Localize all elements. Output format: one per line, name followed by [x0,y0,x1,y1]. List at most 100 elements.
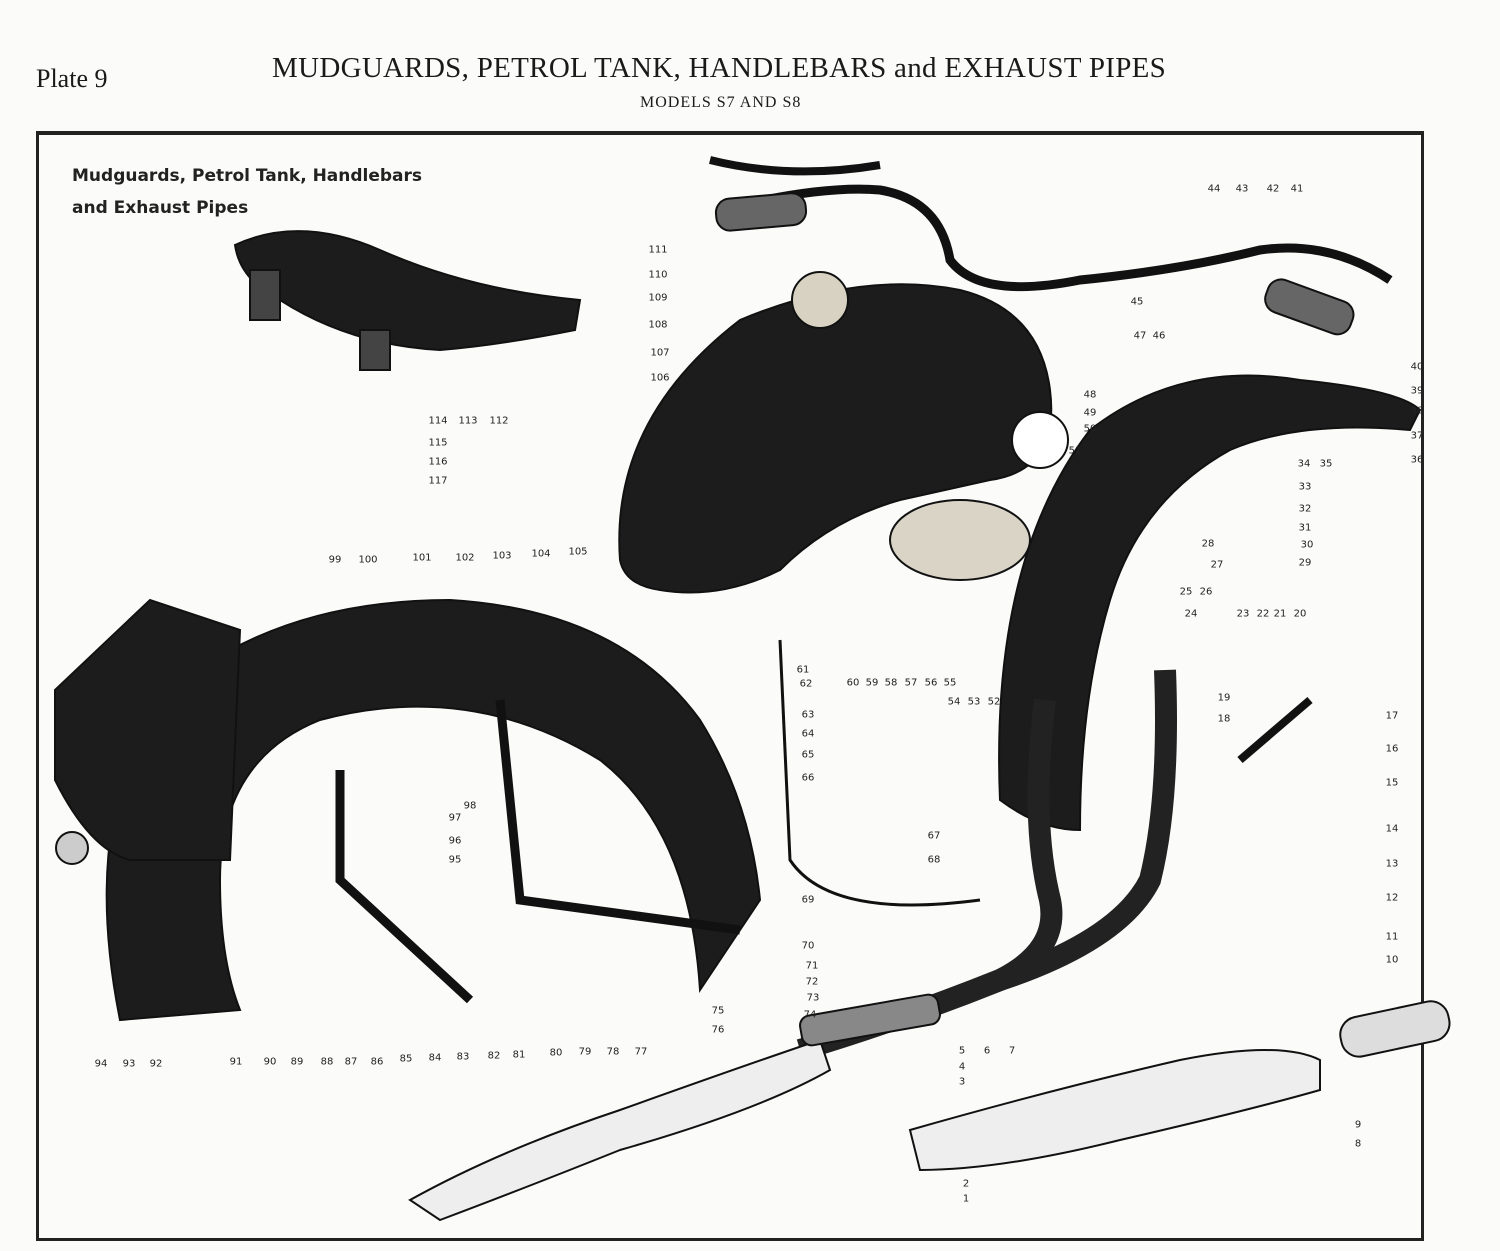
part-number-label: 78 [606,1046,620,1058]
petrol-tank [618,283,1053,594]
part-number-label: 111 [648,244,668,256]
part-number-label: 85 [399,1053,413,1065]
part-number-label: 3 [958,1076,966,1088]
brake-cable [778,639,981,907]
number-plate-carrier [54,598,242,861]
part-number-label: 115 [428,437,448,449]
tank-badge [1011,411,1069,469]
caption-line-1: Mudguards, Petrol Tank, Handlebars [72,166,423,186]
part-number-label: 44 [1207,183,1221,195]
part-number-label: 91 [229,1056,243,1068]
part-number-label: 25 [1179,586,1193,598]
part-number-label: 17 [1385,710,1399,722]
part-number-label: 97 [448,812,462,824]
part-number-label: 72 [805,976,819,988]
part-number-label: 108 [648,319,668,331]
part-number-label: 21 [1273,608,1287,620]
part-number-label: 74 [803,1009,817,1021]
part-number-label: 116 [428,456,448,468]
part-number-label: 48 [1083,389,1097,401]
silencer-left [408,1038,832,1222]
part-number-label: 100 [358,554,378,566]
part-number-label: 90 [263,1056,277,1068]
part-number-label: 54 [947,696,961,708]
part-number-label: 70 [801,940,815,952]
part-number-label: 55 [943,677,957,689]
part-number-label: 94 [94,1058,108,1070]
part-number-label: 34 [1297,458,1311,470]
part-number-label: 51 [1068,445,1082,457]
part-number-label: 36 [1410,454,1424,466]
part-number-label: 10 [1385,954,1399,966]
part-number-label: 107 [650,347,670,359]
part-number-label: 61 [796,664,810,676]
front-mudguard [998,374,1422,832]
part-number-label: 106 [650,372,670,384]
caption-line-2: and Exhaust Pipes [72,198,249,218]
part-number-label: 102 [455,552,475,564]
saddle [233,230,582,352]
part-number-label: 9 [1354,1119,1362,1131]
mudguard-stay [335,699,741,1004]
part-number-label: 77 [634,1046,648,1058]
part-number-label: 62 [799,678,813,690]
rear-lamp [55,831,89,865]
part-number-label: 71 [805,960,819,972]
part-number-label: 4 [958,1061,966,1073]
part-number-label: 1 [962,1193,970,1205]
part-number-label: 30 [1300,539,1314,551]
page-title: MUDGUARDS, PETROL TANK, HANDLEBARS and E… [272,52,1167,84]
part-number-label: 65 [801,749,815,761]
part-number-label: 82 [487,1050,501,1062]
part-number-label: 35 [1319,458,1333,470]
part-number-label: 92 [149,1058,163,1070]
part-number-label: 31 [1298,522,1312,534]
part-number-label: 75 [711,1005,725,1017]
part-number-label: 80 [549,1047,563,1059]
part-number-label: 109 [648,292,668,304]
part-number-label: 58 [884,677,898,689]
part-number-label: 13 [1385,858,1399,870]
part-number-label: 99 [328,554,342,566]
handlebar [718,184,1393,292]
part-number-label: 29 [1298,557,1312,569]
part-number-label: 20 [1293,608,1307,620]
part-number-label: 110 [648,269,668,281]
part-number-label: 76 [711,1024,725,1036]
part-number-label: 45 [1130,296,1144,308]
part-number-label: 52 [987,696,1001,708]
part-number-label: 87 [344,1056,358,1068]
part-number-label: 6 [983,1045,991,1057]
part-number-label: 101 [412,552,432,564]
part-number-label: 84 [428,1052,442,1064]
part-number-label: 26 [1199,586,1213,598]
part-number-label: 66 [801,772,815,784]
part-number-label: 2 [962,1178,970,1190]
part-number-label: 83 [456,1051,470,1063]
part-number-label: 5 [958,1045,966,1057]
part-number-label: 117 [428,475,448,487]
front-stay [1237,696,1313,764]
diagram-caption: Mudguards, Petrol Tank, Handlebars and E… [72,160,422,224]
part-number-label: 22 [1256,608,1270,620]
part-number-label: 114 [428,415,448,427]
part-number-label: 50 [1083,423,1097,435]
saddle-springs [249,269,391,371]
part-number-label: 86 [370,1056,384,1068]
part-number-label: 49 [1083,407,1097,419]
part-number-label: 53 [967,696,981,708]
part-number-label: 56 [924,677,938,689]
part-number-label: 28 [1201,538,1215,550]
part-number-label: 33 [1298,481,1312,493]
part-number-label: 98 [463,800,477,812]
part-number-label: 15 [1385,777,1399,789]
part-number-label: 14 [1385,823,1399,835]
part-number-label: 23 [1236,608,1250,620]
part-number-label: 67 [927,830,941,842]
part-number-label: 19 [1217,692,1231,704]
part-number-label: 105 [568,546,588,558]
part-number-label: 24 [1184,608,1198,620]
part-number-label: 8 [1354,1138,1362,1150]
part-number-label: 37 [1410,430,1424,442]
part-number-label: 32 [1298,503,1312,515]
